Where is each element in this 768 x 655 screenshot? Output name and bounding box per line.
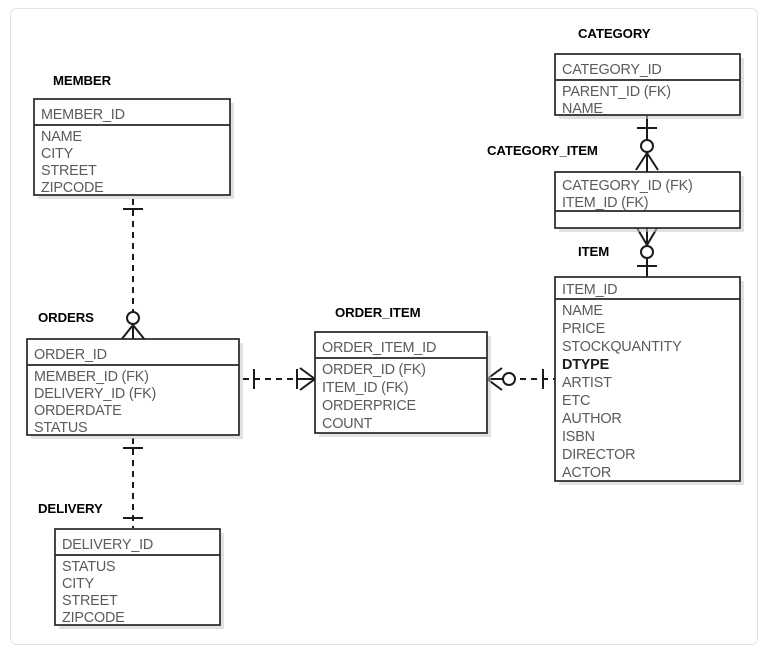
crowsfoot-order-item-left bbox=[299, 367, 316, 391]
entity-item[interactable]: ITEM ITEM_ID NAME PRICE STOCKQUANTITY DT… bbox=[554, 244, 744, 485]
entity-item-title: ITEM bbox=[578, 244, 609, 259]
entity-category-attr-1: NAME bbox=[562, 101, 603, 117]
entity-item-attr-2: STOCKQUANTITY bbox=[562, 339, 682, 355]
entity-category-item[interactable]: CATEGORY_ITEM CATEGORY_ID (FK) ITEM_ID (… bbox=[487, 143, 744, 232]
entity-category-item-title: CATEGORY_ITEM bbox=[487, 143, 598, 158]
entity-member[interactable]: MEMBER MEMBER_ID NAME CITY STREET ZIPCOD… bbox=[33, 73, 234, 199]
entity-order-item-attr-1: ITEM_ID (FK) bbox=[322, 380, 408, 396]
entity-delivery[interactable]: DELIVERY DELIVERY_ID STATUS CITY STREET … bbox=[38, 501, 224, 629]
entity-orders-title: ORDERS bbox=[38, 310, 94, 325]
entity-order-item-title: ORDER_ITEM bbox=[335, 305, 421, 320]
crowsfoot-category-item-top bbox=[635, 152, 659, 171]
entity-category[interactable]: CATEGORY CATEGORY_ID PARENT_ID (FK) NAME bbox=[554, 26, 744, 119]
entity-member-title: MEMBER bbox=[53, 73, 112, 88]
entity-item-attr-8: DIRECTOR bbox=[562, 447, 635, 463]
entity-item-attr-7: ISBN bbox=[562, 429, 595, 445]
entity-member-attr-2: STREET bbox=[41, 163, 97, 179]
entity-orders-key-0: ORDER_ID bbox=[34, 347, 107, 363]
entity-orders-attr-0: MEMBER_ID (FK) bbox=[34, 369, 149, 385]
entity-orders-attr-3: STATUS bbox=[34, 420, 87, 436]
entity-category-title: CATEGORY bbox=[578, 26, 651, 41]
entity-delivery-attr-2: STREET bbox=[62, 593, 118, 609]
relationship-orders-order-item[interactable] bbox=[243, 367, 316, 391]
entity-member-attr-0: NAME bbox=[41, 129, 82, 145]
entity-order-item-attr-2: ORDERPRICE bbox=[322, 398, 416, 414]
entity-category-item-key-0: CATEGORY_ID (FK) bbox=[562, 178, 693, 194]
entity-orders[interactable]: ORDERS ORDER_ID MEMBER_ID (FK) DELIVERY_… bbox=[26, 310, 243, 439]
entity-item-attr-9: ACTOR bbox=[562, 465, 611, 481]
relationship-orders-delivery[interactable] bbox=[123, 438, 143, 528]
relationship-category-category-item[interactable] bbox=[635, 115, 659, 172]
entity-order-item-key-0: ORDER_ITEM_ID bbox=[322, 340, 436, 356]
entity-delivery-attr-0: STATUS bbox=[62, 559, 115, 575]
relationship-category-item-item[interactable] bbox=[636, 227, 658, 277]
entity-item-attr-4: ARTIST bbox=[562, 375, 612, 391]
entity-item-attr-3: DTYPE bbox=[562, 357, 610, 373]
entity-item-attr-0: NAME bbox=[562, 303, 603, 319]
entity-orders-attr-1: DELIVERY_ID (FK) bbox=[34, 386, 156, 402]
entity-item-attr-5: ETC bbox=[562, 393, 590, 409]
entity-order-item-attr-0: ORDER_ID (FK) bbox=[322, 362, 426, 378]
entity-category-item-key-1: ITEM_ID (FK) bbox=[562, 195, 648, 211]
entity-orders-attr-2: ORDERDATE bbox=[34, 403, 121, 419]
entity-item-attr-1: PRICE bbox=[562, 321, 605, 337]
entity-category-key-0: CATEGORY_ID bbox=[562, 62, 662, 78]
crowsfoot-orders-top bbox=[120, 324, 146, 341]
entity-item-attr-6: AUTHOR bbox=[562, 411, 622, 427]
entity-member-attr-1: CITY bbox=[41, 146, 74, 162]
entity-order-item[interactable]: ORDER_ITEM ORDER_ITEM_ID ORDER_ID (FK) I… bbox=[314, 305, 491, 437]
entity-delivery-key-0: DELIVERY_ID bbox=[62, 537, 153, 553]
entity-member-key-0: MEMBER_ID bbox=[41, 107, 125, 123]
entity-item-key-0: ITEM_ID bbox=[562, 282, 617, 298]
entity-category-attr-0: PARENT_ID (FK) bbox=[562, 84, 671, 100]
entity-member-attr-3: ZIPCODE bbox=[41, 180, 104, 196]
entity-order-item-attr-3: COUNT bbox=[322, 416, 373, 432]
entity-delivery-attr-3: ZIPCODE bbox=[62, 610, 125, 626]
relationship-member-orders[interactable] bbox=[120, 199, 146, 341]
entity-delivery-title: DELIVERY bbox=[38, 501, 103, 516]
entity-delivery-attr-1: CITY bbox=[62, 576, 95, 592]
relationship-order-item-item[interactable] bbox=[486, 367, 555, 391]
